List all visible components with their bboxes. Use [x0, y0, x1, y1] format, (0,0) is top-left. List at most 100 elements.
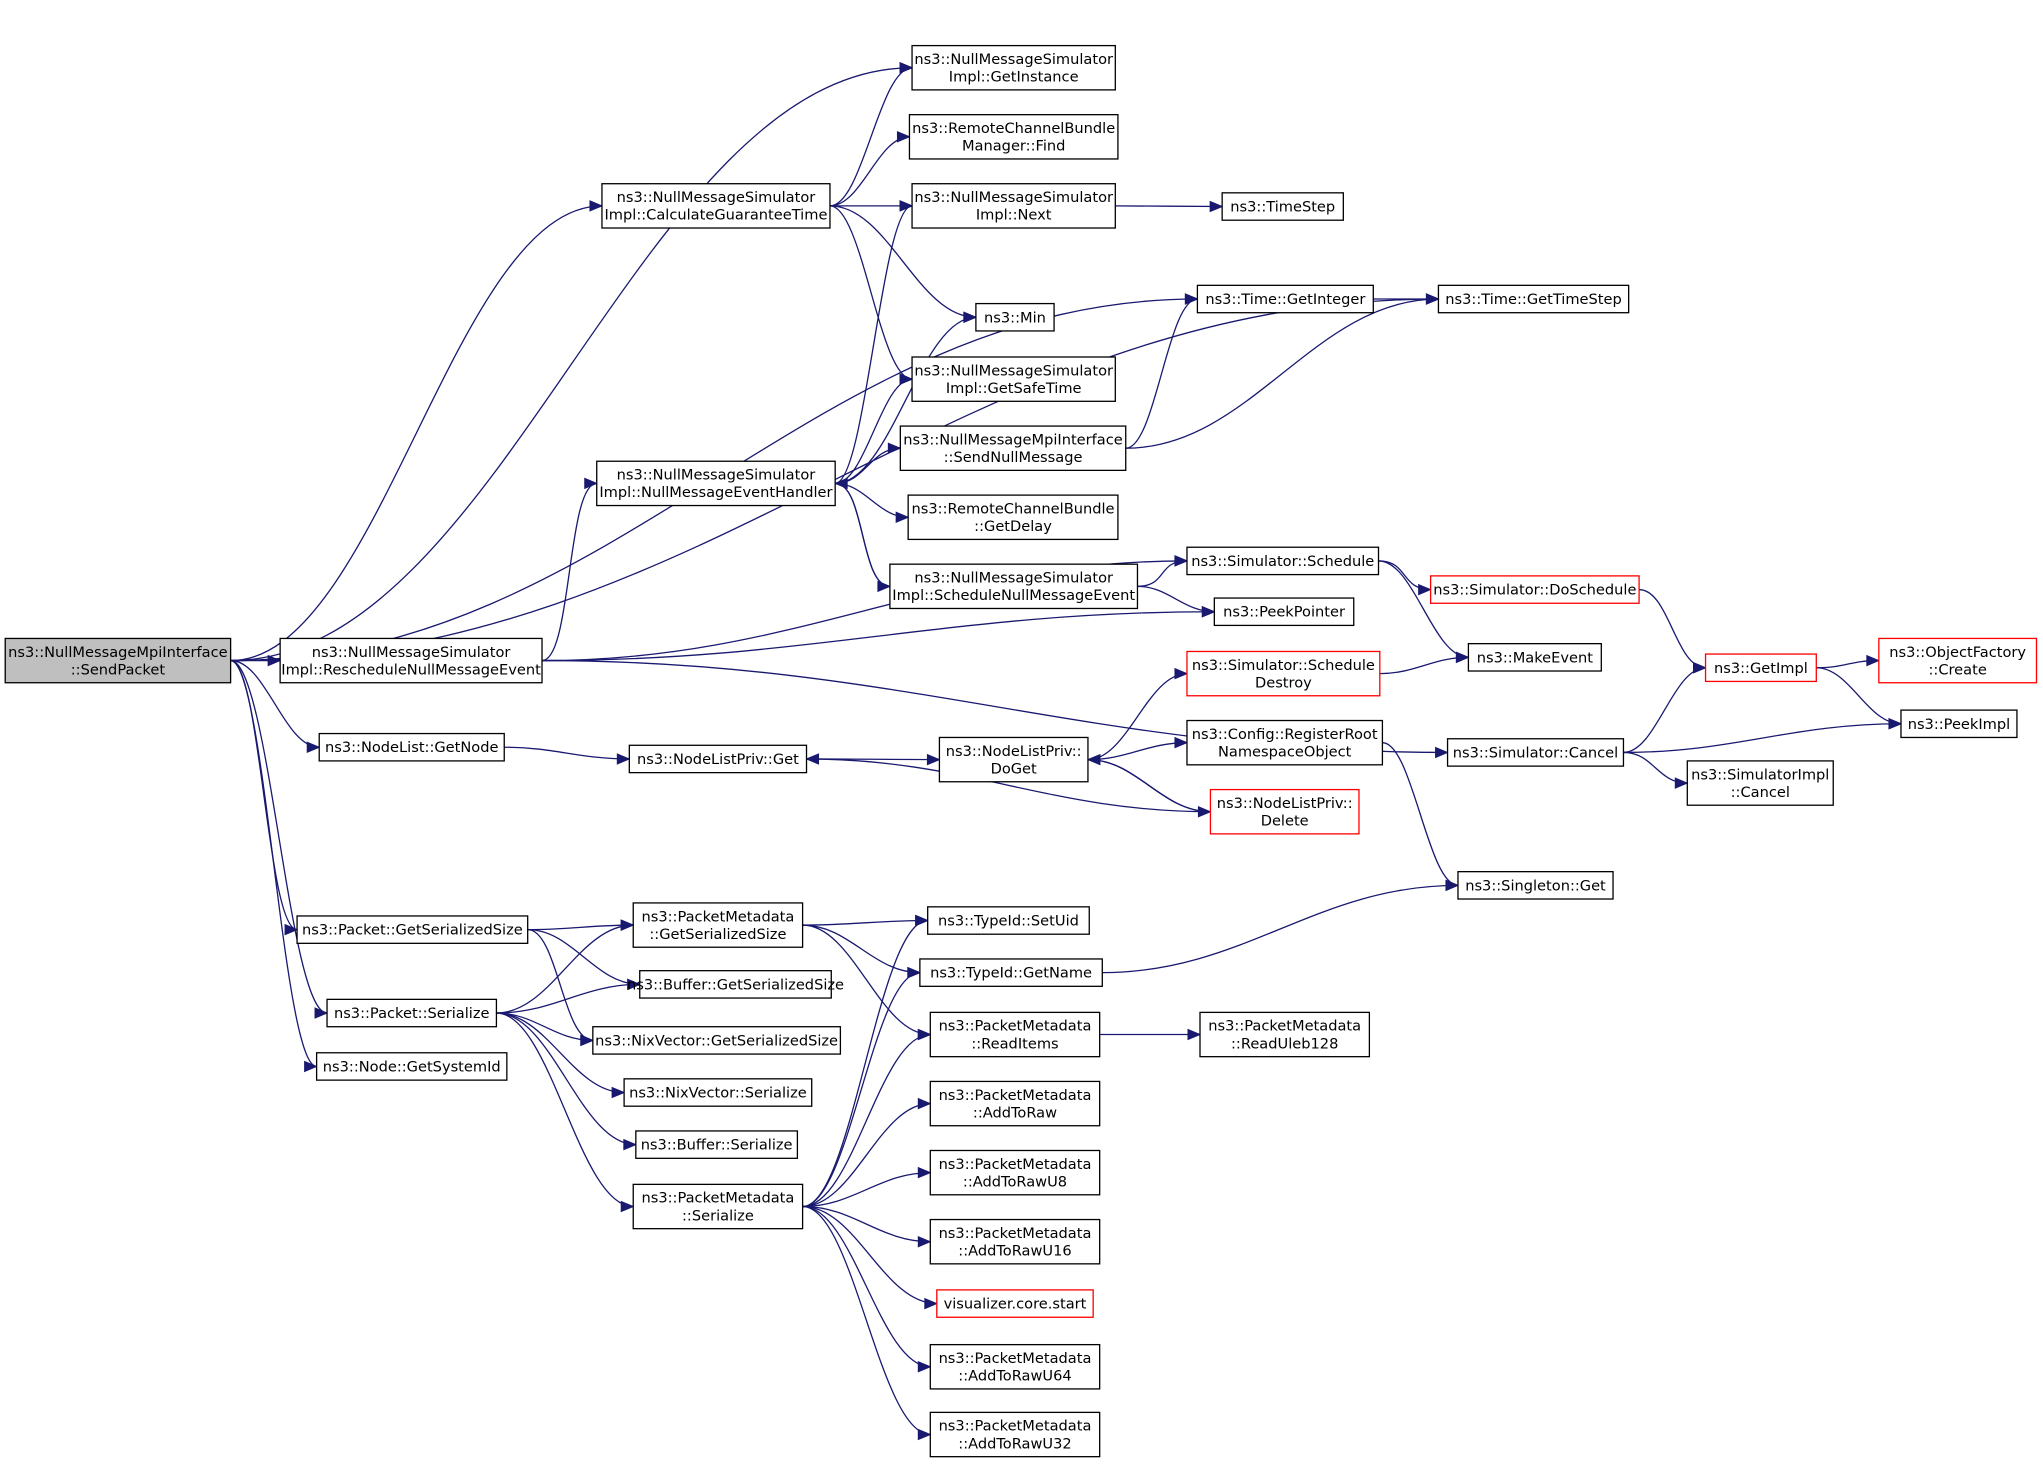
node-label-line: ns3::NodeListPriv::: [946, 743, 1082, 760]
function-node-getsysid[interactable]: ns3::Node::GetSystemId: [315, 1052, 508, 1081]
function-node-pkt-ser[interactable]: ns3::Packet::Serialize: [326, 998, 498, 1028]
function-node-addtoraw8[interactable]: ns3::PacketMetadata::AddToRawU8: [929, 1149, 1101, 1196]
function-node-min[interactable]: ns3::Min: [975, 302, 1055, 332]
function-node-readitems[interactable]: ns3::PacketMetadata::ReadItems: [929, 1011, 1101, 1058]
node-label-line: ns3::NullMessageSimulator: [617, 467, 816, 484]
node-box: [601, 183, 831, 229]
node-label-line: ns3::PacketMetadata: [939, 1156, 1092, 1173]
node-label-line: ns3::PacketMetadata: [939, 1225, 1092, 1242]
edge-nmeh-to-next: [834, 200, 914, 485]
node-label-line: ns3::GetImpl: [1714, 660, 1808, 677]
node-box: [1437, 284, 1630, 314]
function-node-nlp-get[interactable]: ns3::NodeListPriv::Get: [628, 744, 808, 774]
node-label-line: NamespaceObject: [1218, 743, 1352, 760]
function-node-pkt-getser[interactable]: ns3::Packet::GetSerializedSize: [296, 915, 529, 944]
edge-pkt-getser-to-buf-getser: [527, 928, 642, 991]
function-node-pm-getser[interactable]: ns3::PacketMetadata::GetSerializedSize: [632, 902, 804, 948]
function-node-singleton[interactable]: ns3::Singleton::Get: [1457, 871, 1614, 900]
edge-pkt-getser-to-nix-getser: [527, 928, 595, 1047]
node-box: [1467, 642, 1602, 672]
node-label-line: Delete: [1261, 813, 1309, 830]
node-label-line: ns3::NullMessageSimulator: [312, 644, 511, 661]
node-label-line: ns3::NullMessageSimulator: [914, 362, 1113, 379]
node-box: [929, 1343, 1101, 1390]
function-node-readuleb[interactable]: ns3::PacketMetadata::ReadUleb128: [1199, 1011, 1371, 1058]
function-node-timestep[interactable]: ns3::TimeStep: [1221, 192, 1344, 221]
node-label-line: visualizer.core.start: [944, 1296, 1087, 1313]
node-label-line: ::SendNullMessage: [944, 449, 1083, 466]
function-node-addtoraw[interactable]: ns3::PacketMetadata::AddToRaw: [929, 1080, 1101, 1127]
node-box: [632, 1183, 804, 1230]
edge-resched-to-nmeh: [541, 477, 599, 662]
function-node-getsafetime[interactable]: ns3::NullMessageSimulatorImpl::GetSafeTi…: [911, 356, 1116, 402]
function-node-vizstart[interactable]: visualizer.core.start: [936, 1289, 1094, 1318]
function-node-getinteger[interactable]: ns3::Time::GetInteger: [1196, 284, 1374, 314]
function-node-ofcreate[interactable]: ns3::ObjectFactory::Create: [1878, 637, 2038, 684]
node-box: [911, 356, 1116, 402]
function-node-calcguar[interactable]: ns3::NullMessageSimulatorImpl::Calculate…: [601, 183, 831, 229]
edge-resched-to-peekpointer: [542, 605, 1216, 662]
function-node-sendnull[interactable]: ns3::NullMessageMpiInterface::SendNullMe…: [899, 425, 1127, 472]
function-node-schednull[interactable]: ns3::NullMessageSimulatorImpl::ScheduleN…: [889, 563, 1139, 610]
function-node-addtoraw32[interactable]: ns3::PacketMetadata::AddToRawU32: [929, 1411, 1101, 1458]
node-box: [4, 637, 232, 684]
function-node-simimplcancel[interactable]: ns3::SimulatorImpl::Cancel: [1686, 760, 1834, 806]
node-label-line: ns3::Simulator::DoSchedule: [1433, 582, 1636, 599]
function-node-setuid[interactable]: ns3::TypeId::SetUid: [927, 906, 1090, 935]
function-node-schedule[interactable]: ns3::Simulator::Schedule: [1186, 546, 1380, 576]
function-node-nix-getser[interactable]: ns3::NixVector::GetSerializedSize: [592, 1026, 842, 1055]
node-box: [1213, 597, 1355, 627]
function-node-nmeh[interactable]: ns3::NullMessageSimulatorImpl::NullMessa…: [596, 460, 836, 507]
node-label-line: ns3::Buffer::GetSerializedSize: [627, 976, 844, 993]
node-box: [1186, 546, 1380, 576]
node-label-line: ns3::RemoteChannelBundle: [912, 500, 1115, 517]
function-node-nlp-delete[interactable]: ns3::NodeListPriv::Delete: [1209, 788, 1360, 835]
function-node-simcancel[interactable]: ns3::Simulator::Cancel: [1446, 738, 1625, 767]
function-node-buf-getser[interactable]: ns3::Buffer::GetSerializedSize: [627, 970, 844, 999]
function-node-root[interactable]: ns3::NullMessageMpiInterface::SendPacket: [4, 637, 232, 684]
function-node-makeevent[interactable]: ns3::MakeEvent: [1467, 642, 1602, 672]
node-label-line: ns3::Simulator::Schedule: [1192, 657, 1375, 674]
function-node-getimpl[interactable]: ns3::GetImpl: [1704, 653, 1817, 683]
function-node-peekimpl[interactable]: ns3::PeekImpl: [1900, 709, 2018, 739]
edge-sendnull-to-getinteger: [1125, 293, 1199, 449]
node-label-line: ns3::Simulator::Cancel: [1453, 744, 1618, 761]
edge-sendnull-to-gettimestep: [1125, 293, 1440, 449]
function-node-getinstance[interactable]: ns3::NullMessageSimulatorImpl::GetInstan…: [911, 44, 1116, 91]
function-node-getdelay[interactable]: ns3::RemoteChannelBundle::GetDelay: [907, 494, 1119, 541]
function-node-resched[interactable]: ns3::NullMessageSimulatorImpl::Reschedul…: [279, 637, 543, 684]
function-node-nix-ser[interactable]: ns3::NixVector::Serialize: [623, 1078, 813, 1107]
node-box: [1429, 575, 1640, 604]
function-node-addtoraw64[interactable]: ns3::PacketMetadata::AddToRawU64: [929, 1343, 1101, 1390]
function-node-nodelist-getnode[interactable]: ns3::NodeList::GetNode: [318, 732, 505, 762]
node-label-line: ns3::PacketMetadata: [642, 1190, 795, 1207]
function-node-nlp-doget[interactable]: ns3::NodeListPriv::DoGet: [938, 736, 1089, 783]
node-box: [639, 970, 832, 999]
node-label-line: ns3::TypeId::SetUid: [938, 913, 1079, 930]
function-node-getname[interactable]: ns3::TypeId::GetName: [919, 958, 1103, 987]
function-node-addtoraw16[interactable]: ns3::PacketMetadata::AddToRawU16: [929, 1218, 1101, 1265]
edge-calcguar-to-getinstance: [829, 62, 914, 207]
node-label-line: ns3::NullMessageSimulator: [914, 189, 1113, 206]
function-node-gettimestep[interactable]: ns3::Time::GetTimeStep: [1437, 284, 1630, 314]
function-node-doschedule[interactable]: ns3::Simulator::DoSchedule: [1429, 575, 1640, 604]
edge-root-to-pkt-ser: [230, 659, 329, 1019]
function-node-buf-ser[interactable]: ns3::Buffer::Serialize: [635, 1130, 799, 1159]
edge-schedule-to-doschedule: [1378, 560, 1432, 596]
call-nodes: ns3::NullMessageMpiInterface::SendPacket…: [4, 44, 2038, 1458]
node-label-line: ns3::Time::GetInteger: [1205, 291, 1365, 308]
edge-pkt-ser-to-nix-ser: [496, 1012, 626, 1099]
node-label-line: ns3::PacketMetadata: [939, 1087, 1092, 1104]
function-node-pm-ser[interactable]: ns3::PacketMetadata::Serialize: [632, 1183, 804, 1230]
node-label-line: Impl::Next: [976, 207, 1052, 224]
node-label-line: Manager::Find: [962, 138, 1065, 155]
edge-regroot-to-singleton: [1382, 742, 1460, 892]
node-label-line: ns3::NullMessageMpiInterface: [903, 431, 1122, 448]
function-node-peekpointer[interactable]: ns3::PeekPointer: [1213, 597, 1355, 627]
node-label-line: ns3::NixVector::GetSerializedSize: [595, 1032, 838, 1049]
